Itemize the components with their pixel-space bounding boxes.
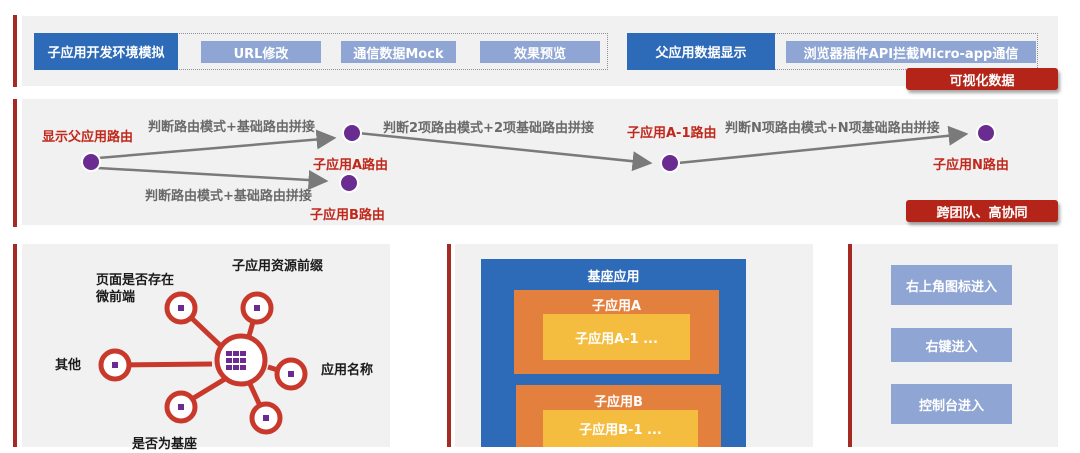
dev-env-title: 子应用开发环境模拟 [34,33,178,70]
hub-label-other: 其他 [55,358,82,373]
visual-data-tag: 可视化数据 [906,68,1058,90]
section-accent-bar [848,244,852,447]
url-modify-button[interactable]: URL修改 [201,41,321,63]
label-child-a-route: 子应用A路由 [313,158,389,173]
edge-label-a-a1: 判断2项路由模式+2项基础路由拼接 [383,121,594,136]
hub-label-app-name: 应用名称 [321,363,374,378]
section-accent-bar [447,244,451,447]
label-parent-route: 显示父应用路由 [42,130,134,145]
base-app-label: 基座应用 [587,270,640,285]
right-click-entry-button[interactable]: 右键进入 [891,328,1012,362]
label-child-a1-route: 子应用A-1路由 [627,126,717,141]
hub-panel [22,244,390,447]
child-b1-label: 子应用B-1 ... [579,423,662,438]
section-accent-bar [13,244,17,447]
top-right-icon-entry-button[interactable]: 右上角图标进入 [891,265,1012,305]
child-a-label: 子应用A [591,299,642,314]
hub-label-is-base: 是否为基座 [132,437,198,452]
label-child-n-route: 子应用N路由 [933,158,1009,173]
edge-label-parent-b: 判断路由模式+基础路由拼接 [145,189,312,204]
edge-label-parent-a: 判断路由模式+基础路由拼接 [148,120,315,135]
child-b-label: 子应用B [594,395,643,410]
preview-button[interactable]: 效果预览 [480,41,600,63]
edge-label-a1-n: 判断N项路由模式+N项基础路由拼接 [725,121,940,136]
child-a1-label: 子应用A-1 ... [575,331,658,347]
label-child-b-route: 子应用B路由 [310,208,385,223]
collaboration-tag: 跨团队、高协同 [906,200,1058,222]
hub-label-micro-frontend: 页面是否存在微前端 [96,273,175,305]
route-node-b [341,175,357,191]
section-accent-bar [13,15,17,87]
api-intercept-button[interactable]: 浏览器插件API拦截Micro-app通信 [786,41,1036,63]
mock-data-button[interactable]: 通信数据Mock [341,41,456,63]
child-a1-box: 子应用A-1 ... [543,314,690,360]
console-entry-button[interactable]: 控制台进入 [891,384,1012,424]
hub-label-resource-prefix: 子应用资源前缀 [232,259,324,274]
parent-data-title: 父应用数据显示 [627,33,775,70]
section-accent-bar [13,99,17,227]
child-b1-box: 子应用B-1 ... [543,410,698,447]
route-node-n [978,125,994,141]
hub-diagram [98,291,308,435]
route-node-parent [83,154,99,170]
route-node-a1 [662,155,678,171]
routing-panel [22,99,1058,225]
route-node-a [344,125,360,141]
